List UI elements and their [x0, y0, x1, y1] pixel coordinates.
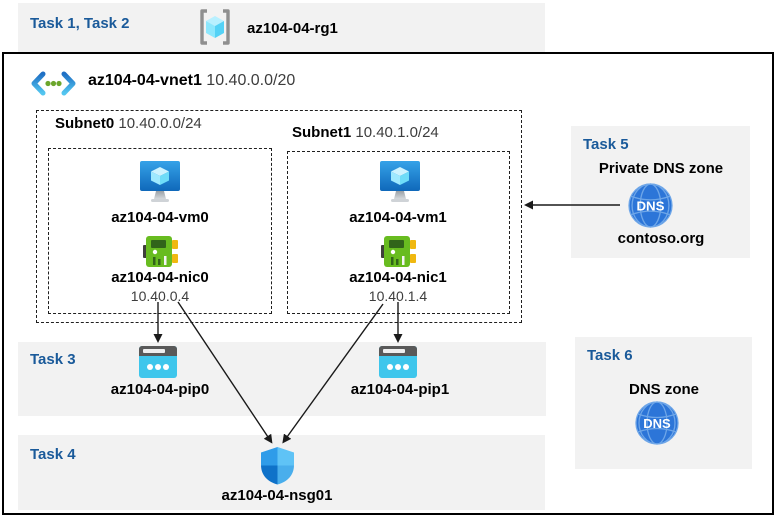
nsg-name: az104-04-nsg01: [221, 487, 333, 504]
vnet-cidr: 10.40.0.0/20: [206, 72, 296, 89]
subnet0-title: Subnet0 10.40.0.0/24: [55, 115, 202, 132]
nic0-icon: [143, 235, 179, 268]
subnet1-name: Subnet1: [292, 124, 352, 141]
task4-label: Task 4: [30, 446, 76, 463]
pip1-name: az104-04-pip1: [350, 381, 450, 398]
nic1-icon: [381, 235, 417, 268]
dns-icon-text: DNS: [643, 416, 671, 431]
task5-title: Private DNS zone: [598, 160, 724, 177]
task5-zone-name: contoso.org: [617, 230, 705, 247]
subnet1-title: Subnet1 10.40.1.0/24: [292, 124, 439, 141]
task6-label: Task 6: [587, 347, 633, 364]
subnet0-name: Subnet0: [55, 115, 115, 132]
vm0-name: az104-04-vm0: [111, 209, 209, 226]
nic1-ip: 10.40.1.4: [368, 288, 428, 304]
dns-zone-icon: DNS: [635, 401, 679, 445]
vm1-name: az104-04-vm1: [349, 209, 447, 226]
vnet-dashed-box: [36, 110, 522, 323]
vm0-icon: [138, 159, 182, 205]
dns-icon-text: DNS: [636, 199, 664, 214]
rg-name: az104-04-rg1: [247, 20, 338, 37]
pip0-name: az104-04-pip0: [110, 381, 210, 398]
pip1-icon: [379, 346, 417, 378]
task12-label: Task 1, Task 2: [30, 15, 130, 32]
task12-band: [18, 3, 545, 52]
private-dns-zone-icon: DNS: [628, 183, 673, 228]
task5-label: Task 5: [583, 136, 629, 153]
subnet0-cidr: 10.40.0.0/24: [118, 115, 202, 132]
vnet-name: az104-04-vnet1: [88, 72, 202, 89]
nic0-ip: 10.40.0.4: [130, 288, 190, 304]
task3-band: [18, 342, 546, 416]
vnet-title: az104-04-vnet1 10.40.0.0/20: [88, 72, 295, 90]
vm1-icon: [378, 159, 422, 205]
task6-title: DNS zone: [628, 381, 699, 398]
resource-group-icon: [198, 8, 232, 46]
subnet1-cidr: 10.40.1.0/24: [355, 124, 439, 141]
nic1-name: az104-04-nic1: [349, 269, 447, 286]
pip0-icon: [139, 346, 177, 378]
subnet0-box: [48, 148, 272, 314]
nic0-name: az104-04-nic0: [111, 269, 209, 286]
nsg-shield-icon: [259, 446, 296, 485]
task3-label: Task 3: [30, 351, 76, 368]
vnet-icon: [30, 71, 77, 96]
